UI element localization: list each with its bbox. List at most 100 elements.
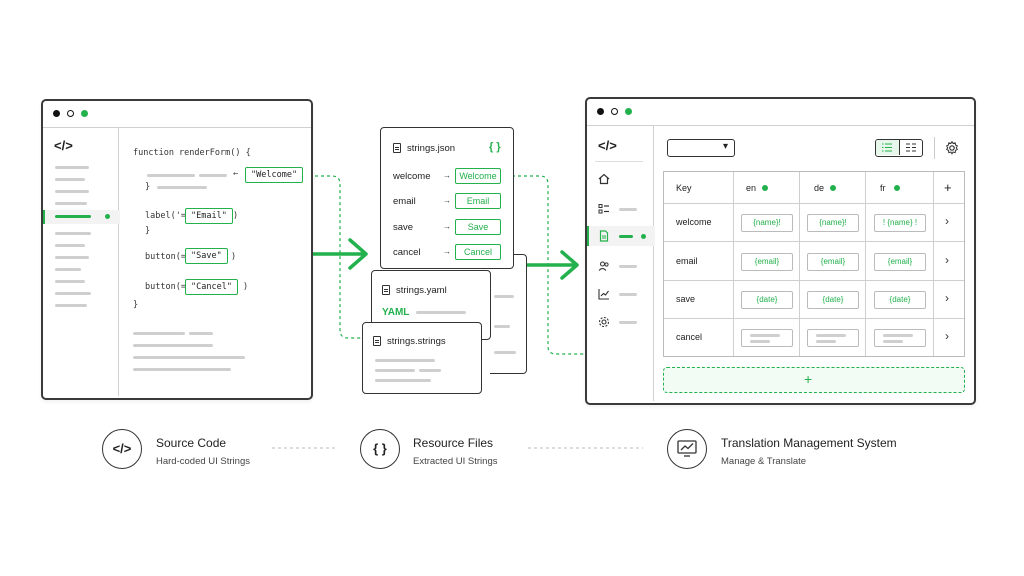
grid-view-button[interactable] [900,140,922,155]
translation-input[interactable]: ! {name} ! [874,214,926,232]
code-editor[interactable]: function renderForm() { ← "Welcome" } la… [119,128,309,396]
chart-icon[interactable] [598,288,610,300]
translation-input-empty[interactable] [741,329,793,347]
row-key-cancel: cancel [676,332,703,342]
lang-header-de: de [814,183,825,193]
sidebar-placeholder [55,178,85,181]
table-row-key: cancel [664,319,734,356]
active-indicator-dot [105,214,110,219]
table-cell: {date} [734,281,800,319]
translation-input-empty[interactable] [807,329,859,347]
sidebar-placeholder [619,321,637,324]
chevron-right-icon: › [945,253,949,267]
table-cell: {email} [800,242,866,281]
view-toggle [875,139,923,157]
table-cell [866,319,934,356]
json-key-welcome: welcome [393,171,431,182]
legend-subtitle-resource-files: Extracted UI Strings [413,456,498,467]
table-header-fr[interactable]: fr [866,172,934,204]
translation-input[interactable]: {name}! [741,214,793,232]
code-placeholder [133,344,213,347]
json-value-welcome[interactable]: Welcome [455,168,501,184]
lang-status-dot [830,185,836,191]
gear-icon[interactable] [598,316,610,328]
row-expand-button[interactable]: › [934,204,964,242]
json-key-email: email [393,196,416,207]
window-dot-min[interactable] [67,110,74,117]
legend-subtitle-tms: Manage & Translate [721,456,807,467]
lang-header-en: en [746,183,757,193]
file-name: strings.json [407,143,456,154]
sidebar-placeholder [619,293,637,296]
window-dot-max[interactable] [625,108,632,115]
table-header-key: Key [664,172,734,204]
translation-input[interactable]: {date} [874,291,926,309]
list-view-icon [882,143,892,152]
key-header: Key [676,183,692,193]
add-row-button[interactable]: + [663,367,965,393]
translation-input[interactable]: {email} [741,253,793,271]
braces-icon: { } [360,429,400,469]
flow-arrow-source-to-resources [309,238,368,270]
save-string-literal[interactable]: "Save" [185,248,228,264]
file-icon [373,336,381,346]
code-placeholder [189,332,213,335]
welcome-string-literal[interactable]: "Welcome" [245,167,304,183]
window-dot-min[interactable] [611,108,618,115]
file-icon [382,285,390,295]
map-arrow: → [443,171,451,180]
code-paren: ) [233,211,239,221]
table-header-en[interactable]: en [734,172,800,204]
strings-strings-file-card[interactable]: strings.strings [362,322,482,394]
window-dot-max[interactable] [81,110,88,117]
window-dot-close[interactable] [53,110,60,117]
translation-input-empty[interactable] [874,329,926,347]
sidebar-item-active[interactable] [587,226,655,246]
list-icon[interactable] [598,203,610,215]
users-icon[interactable] [598,260,610,272]
email-string-literal[interactable]: "Email" [185,208,233,224]
json-value-save[interactable]: Save [455,219,501,235]
sidebar-placeholder [55,292,91,295]
table-header-de[interactable]: de [800,172,866,204]
row-expand-button[interactable]: › [934,281,964,319]
file-placeholder [375,359,435,362]
translation-input[interactable]: {email} [807,253,859,271]
file-icon [393,143,401,153]
input-placeholder [750,340,770,343]
row-expand-button[interactable]: › [934,319,964,356]
translation-input[interactable]: {date} [741,291,793,309]
chevron-down-icon: ▾ [722,141,728,152]
legend-subtitle-source-code: Hard-coded UI Strings [156,456,250,467]
lang-status-dot [894,185,900,191]
strings-json-file-card[interactable]: strings.json { } welcome → Welcome email… [380,127,514,269]
tms-window: </> [585,97,976,405]
code-brackets-icon: </> [598,138,617,153]
translation-input[interactable]: {name}! [807,214,859,232]
translation-input[interactable]: {date} [807,291,859,309]
translation-input[interactable]: {email} [874,253,926,271]
home-icon[interactable] [598,173,610,185]
table-cell: ! {name} ! [866,204,934,242]
table-cell [734,319,800,356]
add-language-button[interactable]: + [934,172,964,204]
window-dot-close[interactable] [597,108,604,115]
legend-title-tms: Translation Management System [721,436,897,450]
source-sidebar: </> [43,128,120,396]
language-dropdown[interactable]: ▾ [667,139,735,157]
code-close-brace: } [145,182,151,192]
yaml-badge: YAML [382,307,410,318]
table-cell: {name}! [734,204,800,242]
list-view-button[interactable] [876,140,900,155]
settings-gear-icon[interactable] [945,141,959,155]
code-placeholder [147,174,195,177]
json-value-email[interactable]: Email [455,193,501,209]
document-icon [599,230,609,242]
file-placeholder [494,295,514,298]
json-value-cancel[interactable]: Cancel [455,244,501,260]
row-expand-button[interactable]: › [934,242,964,281]
toolbar-divider [934,137,935,159]
sidebar-item-active[interactable] [43,210,120,224]
cancel-string-literal[interactable]: "Cancel" [185,279,238,295]
